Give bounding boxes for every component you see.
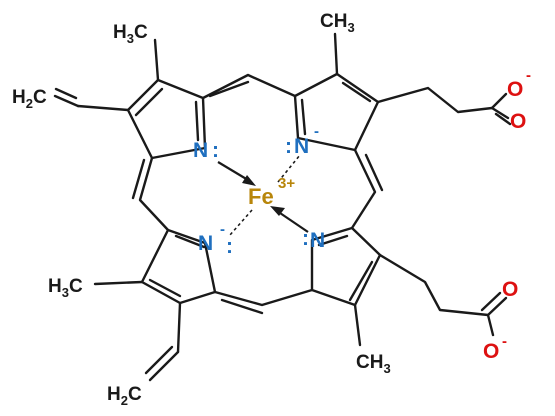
oxygen-top-1-charge: - <box>526 67 531 84</box>
oxygen-top-1: O <box>507 78 523 101</box>
meso-bridges <box>131 73 384 315</box>
nitrogen-label-c: N <box>310 229 325 252</box>
oxygen-bottom-2: O <box>483 340 499 363</box>
fe-label: Fe <box>248 184 274 209</box>
methyl-a-label: H3C <box>113 22 148 46</box>
vinyl-a-label: H2C <box>12 87 47 111</box>
pyrrole-ring-d <box>140 228 217 305</box>
methyl-b-label: CH3 <box>320 11 355 35</box>
pyrrole-ring-b <box>293 72 380 152</box>
negative-charge-d: - <box>220 221 225 238</box>
oxygen-bottom-1: O <box>502 278 518 301</box>
nitrogen-label-d: N <box>198 232 213 255</box>
pyrrole-ring-c <box>310 226 382 307</box>
lone-pair-b: : <box>285 135 292 158</box>
nitrogen-label-a: N <box>193 139 208 162</box>
carbon-groups: H3C H2C CH3 CH3 H3C H2C <box>12 11 391 408</box>
lone-pair-d: : <box>226 235 233 258</box>
oxygen-bottom-2-charge: - <box>502 333 507 350</box>
lone-pair-c: : <box>302 227 309 250</box>
pyrrole-ring-a <box>126 78 207 160</box>
methyl-d-label: H3C <box>48 276 83 300</box>
methyl-c-label: CH3 <box>356 352 391 376</box>
oxygen-top-2: O <box>510 110 526 133</box>
fe-coordination-bonds <box>217 154 309 236</box>
substituents <box>53 32 512 382</box>
nitrogen-atoms: N : : N - N : N - : <box>193 123 325 258</box>
iron-center: Fe 3+ <box>248 175 295 209</box>
vinyl-d-label: H2C <box>107 384 142 408</box>
fe-charge: 3+ <box>278 175 295 192</box>
nitrogen-label-b: N <box>294 135 309 158</box>
carboxylate-oxygens: O - O O O - <box>483 67 531 363</box>
lone-pair-a: : <box>212 139 219 162</box>
negative-charge-b: - <box>314 123 319 140</box>
